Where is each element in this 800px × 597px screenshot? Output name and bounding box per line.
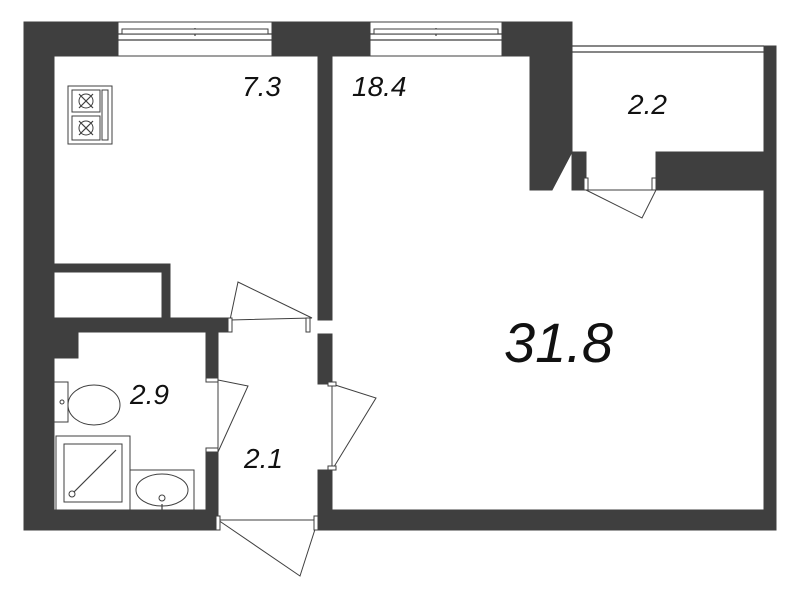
- room-area-label: 18.4: [352, 71, 407, 102]
- stove-icon: [67, 85, 113, 145]
- interior-walls: [53, 47, 333, 513]
- door-bathroom: [205, 377, 249, 453]
- door-entrance: [215, 515, 319, 577]
- total-area-label: 31.8: [504, 311, 613, 374]
- kitchen-area-label: 7.3: [242, 71, 281, 102]
- door-kitchen: [227, 281, 313, 333]
- sink-icon: [129, 469, 195, 511]
- bathroom-area-label: 2.9: [129, 379, 169, 410]
- shower-icon: [55, 435, 131, 511]
- balcony-area-label: 2.2: [627, 89, 667, 120]
- door-room: [327, 381, 377, 472]
- door-balcony: [583, 177, 657, 219]
- exterior-walls: [23, 21, 777, 531]
- window-kitchen: [117, 21, 273, 57]
- toilet-icon: [53, 381, 121, 426]
- window-room: [369, 21, 503, 57]
- hall-area-label: 2.1: [243, 443, 283, 474]
